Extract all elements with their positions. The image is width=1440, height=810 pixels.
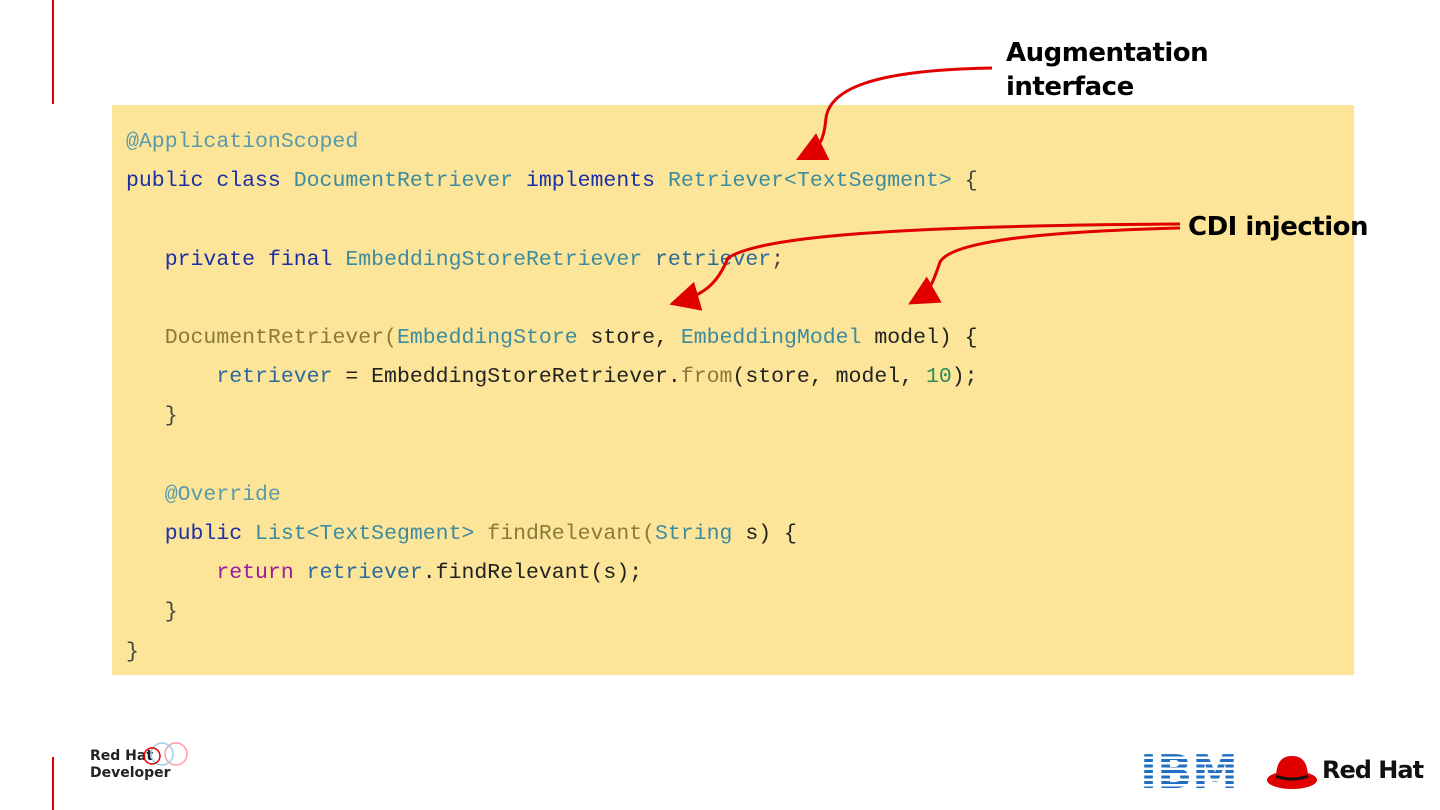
accent-line-bottom (52, 757, 54, 810)
red-hat-logo: Red Hat (1266, 750, 1426, 792)
code-line: DocumentRetriever(EmbeddingStore store, … (126, 325, 978, 351)
code-token: class (216, 169, 281, 194)
code-token: private (164, 247, 256, 272)
svg-text:IBM: IBM (1140, 748, 1238, 792)
code-token: @ApplicationScoped (126, 130, 359, 154)
code-token: String (655, 522, 733, 546)
callout-cdi-injection: CDI injection (1188, 212, 1368, 242)
code-token: public (164, 522, 243, 546)
code-token: return (216, 561, 294, 586)
code-line: public class DocumentRetriever implement… (126, 168, 978, 194)
code-token: EmbeddingModel (680, 326, 862, 350)
developer-logo-line2: Developer (90, 765, 171, 781)
code-token: retriever (216, 365, 333, 390)
code-token: 10 (925, 365, 952, 390)
code-token: findRelevant( (487, 522, 656, 546)
code-token: implements (526, 169, 656, 194)
code-token: @Override (164, 482, 281, 507)
code-token: = EmbeddingStoreRetriever. (332, 365, 681, 390)
code-token: List<TextSegment> (255, 522, 475, 546)
code-line: @ApplicationScoped (126, 129, 358, 155)
code-token: retriever (306, 561, 423, 586)
arrow-cdi-store (669, 222, 1181, 311)
code-token: retriever (655, 247, 772, 272)
callout-augmentation-line1: Augmentation (1006, 38, 1209, 68)
code-line: @Override (126, 482, 281, 508)
code-line: } (126, 403, 178, 429)
callout-augmentation-interface: Augmentation interface (1006, 36, 1209, 104)
code-line: } (126, 599, 178, 625)
code-line: private final EmbeddingStoreRetriever re… (126, 247, 784, 273)
developer-logo-mark-icon (143, 742, 188, 766)
code-token: ); (951, 365, 978, 390)
code-token: } (126, 639, 139, 664)
code-line: retriever = EmbeddingStoreRetriever.from… (126, 364, 978, 390)
red-hat-wordmark: Red Hat (1322, 756, 1424, 784)
code-token: DocumentRetriever( (164, 326, 397, 350)
code-token: Retriever<TextSegment> (667, 169, 952, 194)
ibm-logo: IBM (1140, 745, 1252, 799)
code-token: model) { (861, 326, 978, 350)
code-line: public List<TextSegment> findRelevant(St… (126, 521, 797, 547)
code-token: (store, model, (732, 365, 926, 390)
callout-augmentation-line2: interface (1006, 72, 1134, 102)
code-token: } (126, 404, 178, 429)
code-token: s) { (732, 522, 797, 546)
arrow-augmentation (795, 66, 993, 161)
red-hat-developer-logo: Red Hat Developer (88, 740, 198, 790)
code-token: EmbeddingStoreRetriever (345, 247, 643, 272)
code-token: from (680, 365, 733, 390)
code-token: DocumentRetriever (293, 169, 514, 194)
ibm-logo-icon: IBM (1140, 745, 1238, 799)
code-line: } (126, 639, 139, 665)
code-token: ; (771, 247, 785, 272)
code-token: { (951, 169, 978, 194)
arrow-cdi-model (908, 226, 1181, 305)
code-token: .findRelevant(s); (422, 561, 643, 586)
code-token: store, (577, 326, 681, 350)
developer-logo-line1: Red Hat (90, 748, 154, 764)
code-token: EmbeddingStore (396, 326, 578, 350)
code-token: public (126, 169, 204, 194)
code-token: } (126, 600, 178, 625)
code-token: final (267, 247, 333, 272)
code-line: return retriever.findRelevant(s); (126, 560, 642, 586)
red-hat-fedora-icon (1267, 756, 1317, 789)
code-panel: @ApplicationScoped public class DocumentR… (112, 105, 1354, 675)
accent-line-top (52, 0, 54, 104)
